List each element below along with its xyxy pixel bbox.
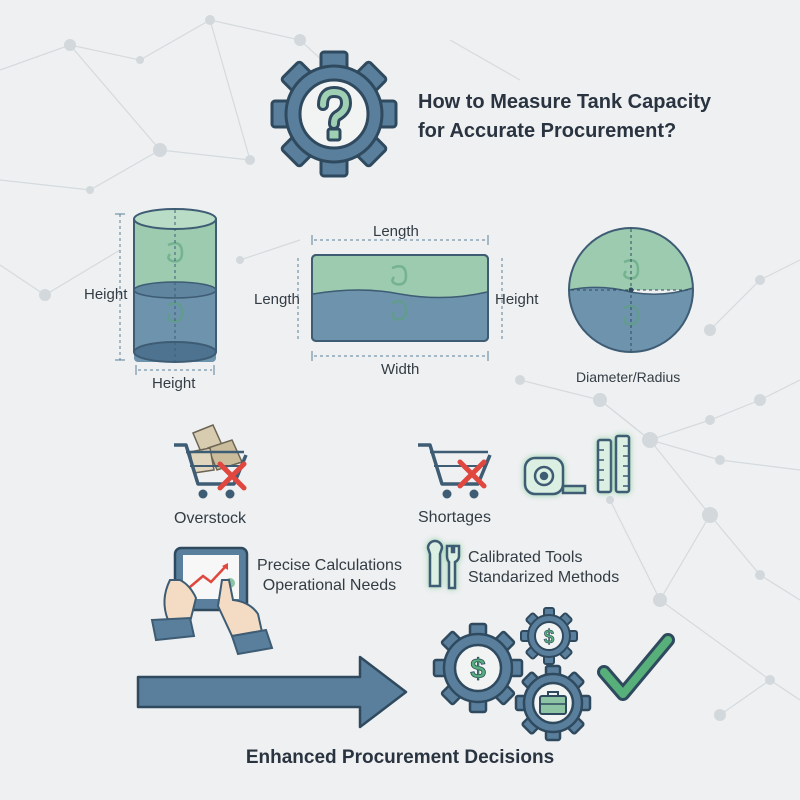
hand-icon — [150, 579, 274, 656]
tools-line-2: Standarized Methods — [468, 569, 620, 586]
svg-text:$: $ — [544, 627, 555, 648]
wrench-icon — [426, 539, 461, 590]
result-caption: Enhanced Procurement Decisions — [245, 747, 555, 768]
checkmark-icon — [597, 633, 675, 701]
rect-top-label: Length — [373, 223, 419, 240]
overstock-label: Overstock — [174, 510, 247, 527]
rect-bottom-label: Width — [381, 361, 420, 378]
title-line-2: for Accurate Procurement? — [418, 120, 677, 142]
dollar-gear-small-icon: $ — [520, 607, 578, 665]
shortages-cart-icon — [418, 443, 492, 499]
ruler-icon — [596, 434, 631, 494]
network-background — [0, 19, 800, 716]
sphere-label: Diameter/Radius — [576, 369, 681, 385]
svg-text:$: $ — [470, 653, 486, 684]
overstock-cart-icon — [174, 424, 248, 499]
cylinder-tank-icon — [115, 208, 217, 375]
arrow-right-icon — [136, 655, 408, 729]
tape-measure-icon — [523, 456, 587, 496]
rect-left-label: Length — [254, 291, 300, 308]
rect-right-label: Height — [495, 291, 539, 308]
cross-icon — [457, 459, 487, 489]
practices-text: Precise Calculations Operational Needs — [257, 556, 402, 596]
cylinder-height-label: Height — [84, 286, 128, 303]
cylinder-bottom-label: Height — [152, 375, 196, 392]
briefcase-gear-icon — [514, 664, 592, 742]
practices-line-2: Operational Needs — [262, 577, 397, 594]
cross-icon — [217, 461, 247, 491]
rectangular-tank-icon — [297, 235, 503, 361]
question-gear-icon — [270, 50, 398, 178]
tools-line-1: Calibrated Tools — [468, 549, 583, 566]
page-title: How to Measure Tank Capacity for Accurat… — [418, 88, 711, 146]
dollar-gear-icon: $ — [432, 622, 524, 714]
title-line-1: How to Measure Tank Capacity — [418, 91, 712, 113]
shortages-label: Shortages — [418, 509, 491, 526]
spherical-tank-icon — [568, 227, 694, 353]
practices-line-1: Precise Calculations — [257, 557, 402, 574]
network-nodes — [39, 15, 775, 721]
tools-text: Calibrated Tools Standarized Methods — [468, 548, 619, 588]
